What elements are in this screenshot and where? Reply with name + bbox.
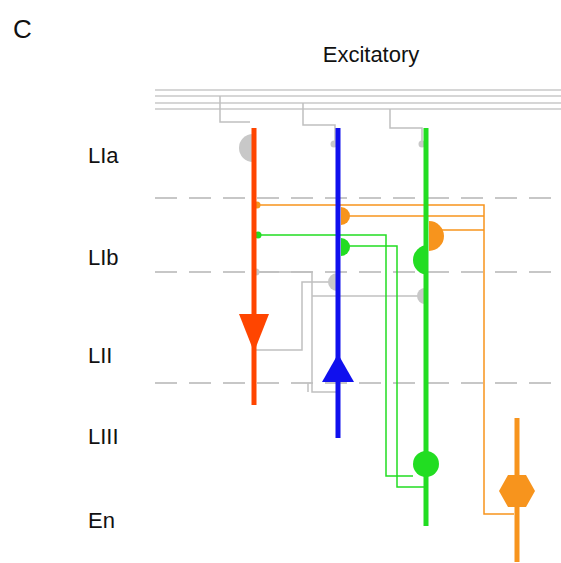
layer-label: En: [88, 510, 115, 532]
green-synapse: [341, 238, 350, 256]
panel-letter: C: [13, 16, 32, 42]
green-cell: [426, 128, 427, 526]
layer-label: LII: [88, 345, 112, 367]
layer-label: LIII: [88, 426, 119, 448]
layer-boundaries: [155, 198, 561, 383]
panel-title: Excitatory: [323, 44, 420, 66]
orange-synapse: [341, 207, 350, 225]
orange-cell: [499, 418, 535, 562]
layer-label: LIa: [88, 145, 119, 167]
parallel-fibers: [155, 90, 561, 109]
grey-synapse: [239, 134, 253, 162]
orange-fibers: [257, 205, 514, 514]
layer-label: LIb: [88, 247, 119, 269]
blue-cell: [322, 128, 354, 438]
red-cell: [239, 128, 269, 405]
orange-synapse: [429, 221, 444, 251]
green-fibers: [258, 235, 426, 487]
